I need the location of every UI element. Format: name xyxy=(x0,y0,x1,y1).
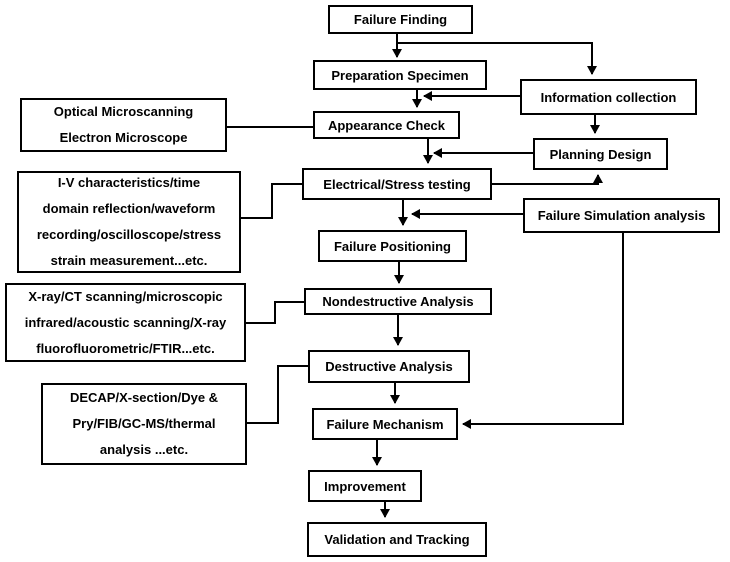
node-planning-design: Planning Design xyxy=(533,138,668,170)
node-validation-and-tracking: Validation and Tracking xyxy=(307,522,487,557)
node-label: Failure Positioning xyxy=(333,238,451,254)
node-improvement: Improvement xyxy=(308,470,422,502)
node-label-line: Electron Microscope xyxy=(59,130,188,145)
node-label: Nondestructive Analysis xyxy=(322,294,474,309)
node-failure-positioning: Failure Positioning xyxy=(318,230,467,262)
node-label-line: fluorofluorometric/FTIR...etc. xyxy=(36,340,215,356)
node-label-line: Pry/FIB/GC-MS/thermal xyxy=(72,416,216,431)
node-label-line: domain reflection/waveform xyxy=(42,201,216,216)
node-electrical-stress-testing: Electrical/Stress testing xyxy=(302,168,492,200)
node-destructive-methods: DECAP/X-section/Dye & Pry/FIB/GC-MS/ther… xyxy=(41,383,247,465)
node-label: Information collection xyxy=(540,89,677,105)
node-label: Validation and Tracking xyxy=(324,532,470,547)
node-failure-simulation-analysis: Failure Simulation analysis xyxy=(523,198,720,233)
node-appearance-check: Appearance Check xyxy=(313,111,460,139)
node-label-line: Optical Microscanning xyxy=(53,104,194,119)
node-label-line: strain measurement...etc. xyxy=(50,253,208,268)
node-label: Failure Simulation analysis xyxy=(537,208,706,223)
node-label: Failure Finding xyxy=(353,12,448,27)
node-failure-finding: Failure Finding xyxy=(328,5,473,34)
link-destructive-methods-to-destructive xyxy=(247,365,308,424)
node-destructive-analysis: Destructive Analysis xyxy=(308,350,470,383)
arrow-simulation-to-mechanism xyxy=(462,233,624,429)
node-optical-methods: Optical Microscanning Electron Microscop… xyxy=(20,98,227,152)
node-label: Destructive Analysis xyxy=(325,359,453,374)
node-label-line: infrared/acoustic scanning/X-ray xyxy=(24,314,227,330)
node-label: Preparation Specimen xyxy=(331,67,469,83)
node-nondestructive-methods: X-ray/CT scanning/microscopic infrared/a… xyxy=(5,283,246,362)
node-label-line: recording/oscilloscope/stress xyxy=(36,227,222,242)
node-label: Planning Design xyxy=(549,146,652,162)
node-label-line: DECAP/X-section/Dye & xyxy=(69,390,219,405)
node-label: Improvement xyxy=(324,478,406,494)
node-electrical-methods: I-V characteristics/time domain reflecti… xyxy=(17,171,241,273)
node-preparation-specimen: Preparation Specimen xyxy=(313,60,487,90)
node-information-collection: Information collection xyxy=(520,79,697,115)
node-label-line: X-ray/CT scanning/microscopic xyxy=(28,288,223,304)
node-label: Electrical/Stress testing xyxy=(323,176,471,192)
node-label-line: analysis ...etc. xyxy=(99,442,189,457)
arrow-electrical-to-planning xyxy=(492,174,603,185)
node-label: Failure Mechanism xyxy=(326,416,444,432)
link-nondestructive-methods-to-nondestructive xyxy=(246,301,304,324)
node-label-line: I-V characteristics/time xyxy=(57,175,201,190)
node-nondestructive-analysis: Nondestructive Analysis xyxy=(304,288,492,315)
node-label: Appearance Check xyxy=(327,117,446,133)
link-electrical-methods-to-electrical xyxy=(241,183,302,219)
arrow-failure-finding-to-information-collection xyxy=(397,42,597,75)
node-failure-mechanism: Failure Mechanism xyxy=(312,408,458,440)
